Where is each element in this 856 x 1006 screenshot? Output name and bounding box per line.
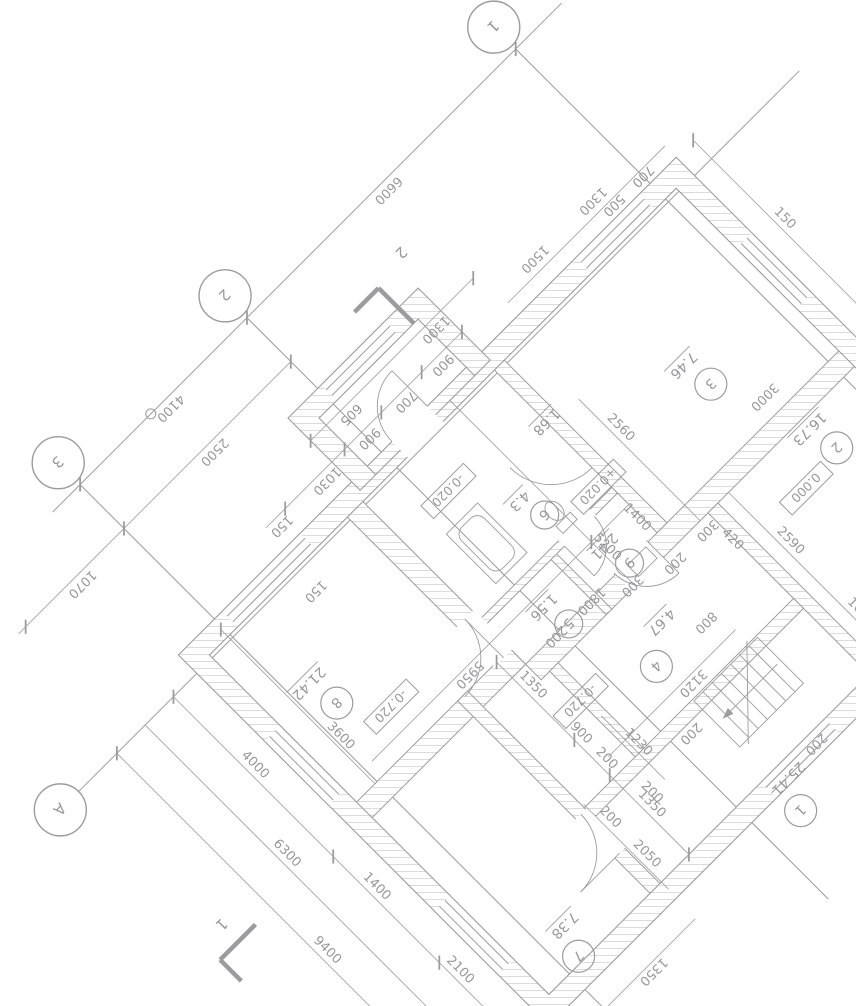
- dim-label: 800: [691, 608, 719, 636]
- room-area: 1.56: [527, 590, 560, 623]
- room-label-6: 4.3 6: [502, 484, 560, 530]
- dim-label: 1600: [844, 595, 856, 629]
- dim-label: 1400: [360, 870, 394, 904]
- grid-bubble-1-label: 1: [483, 17, 502, 36]
- dim-label: 150: [301, 577, 329, 605]
- dim-label: 1030: [310, 464, 344, 498]
- section-label-2: 2: [391, 243, 410, 262]
- room-number: 1: [791, 801, 809, 819]
- window-symbol: [264, 725, 345, 806]
- dim-label: 6300: [270, 836, 304, 870]
- section-mark-2: [352, 286, 416, 325]
- dim-label: 605: [336, 400, 364, 428]
- dim-label: 150: [771, 204, 799, 232]
- dim-label: 1070: [65, 567, 99, 601]
- grid-bubble-A-label: A: [49, 799, 70, 820]
- section-label-1: 1: [212, 915, 231, 934]
- door-arc: [376, 370, 445, 459]
- dim-label: 700: [392, 387, 420, 415]
- stair-direction-arrow: [722, 708, 734, 719]
- level-box-zero: 0.000: [778, 460, 834, 516]
- dim-label: 6600: [371, 173, 405, 207]
- dim-label: 2590: [773, 524, 807, 558]
- door-arc: [455, 609, 513, 698]
- door-arc: [574, 807, 626, 893]
- dim-label: 3600: [324, 719, 358, 753]
- level-box-m020: -0.020: [420, 462, 477, 520]
- stairs: [693, 636, 805, 748]
- room-area: 4.67: [645, 605, 678, 638]
- window-symbol: [221, 533, 316, 628]
- dimension-lines: [18, 139, 856, 1006]
- dim-label: 1350: [636, 954, 670, 988]
- door-arc: [509, 467, 593, 486]
- dim-label: 1500: [517, 242, 551, 276]
- window-symbol: [735, 232, 813, 309]
- dim-label: 900: [355, 424, 383, 452]
- room-number: 3: [701, 375, 719, 393]
- dim-label: 4000: [238, 748, 272, 782]
- dim-label: 900: [428, 351, 456, 379]
- toilet: [544, 500, 578, 535]
- room-number: 4: [647, 657, 665, 675]
- grid-bubble-2-label: 2: [215, 285, 234, 304]
- window-symbol: [434, 895, 514, 975]
- dim-label: 1350: [635, 787, 669, 821]
- window-symbol: [320, 320, 401, 401]
- windows: [221, 193, 841, 975]
- level-box-m720: -0.720: [362, 678, 420, 735]
- room-label-8: 21.42 8: [286, 661, 354, 720]
- room-area: 7.38: [548, 908, 581, 941]
- room-number: 6: [535, 506, 553, 524]
- room-number: 8: [327, 694, 345, 712]
- bathroom-fixtures: [445, 500, 658, 585]
- room-area: 7.46: [667, 348, 700, 381]
- dim-label: 3000: [747, 380, 781, 414]
- dim-label: 9400: [310, 933, 344, 967]
- dim-label: 2560: [604, 411, 638, 445]
- room-area: 4.3: [506, 487, 533, 514]
- sink: [626, 546, 658, 578]
- dim-label: 2500: [197, 435, 231, 469]
- dim-label: 150: [267, 512, 295, 540]
- window-symbol: [575, 193, 656, 274]
- window-symbol: [760, 718, 841, 799]
- room-number: 2: [827, 438, 845, 456]
- dim-label: 2100: [443, 953, 477, 987]
- grid-bubble-1: 1: [467, 0, 521, 54]
- room-number: 7: [569, 947, 587, 965]
- section-mark-1: [218, 922, 258, 983]
- grid-bubble-3-label: 3: [48, 452, 67, 471]
- bathtub: [445, 502, 528, 585]
- dim-label: 4100: [153, 391, 187, 425]
- room-label-3: 7.46 3: [663, 345, 728, 401]
